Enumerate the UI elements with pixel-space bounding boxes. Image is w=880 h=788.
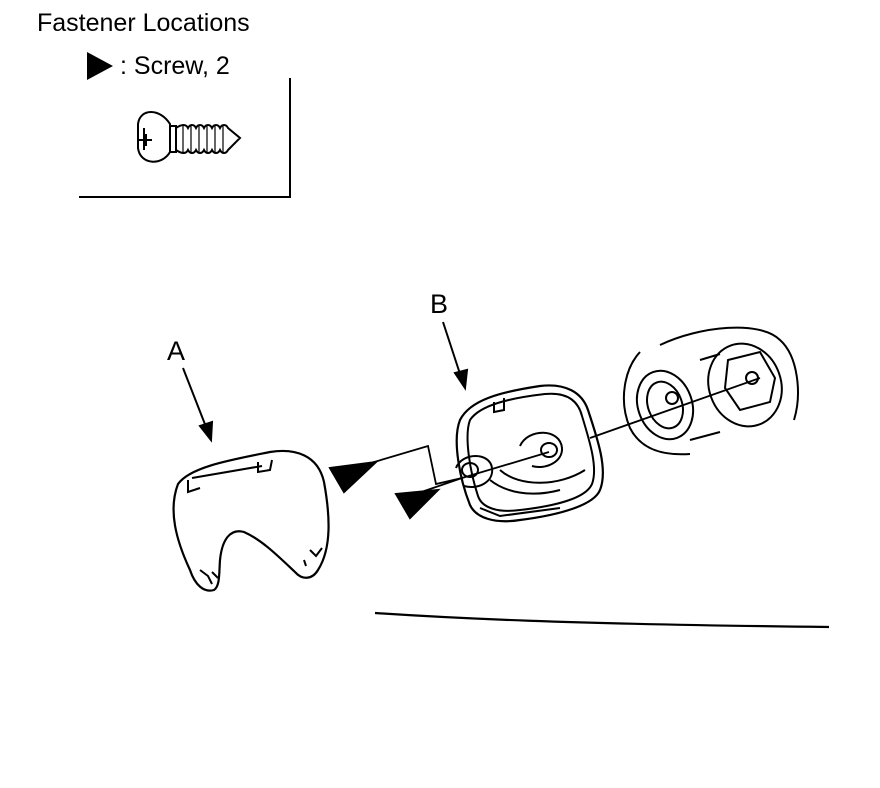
socket-assembly <box>623 326 799 456</box>
filled-triangle-icon <box>87 52 113 80</box>
alignment-line-lower <box>461 451 550 479</box>
callout-label-a: A <box>167 336 186 366</box>
legend-frame <box>79 78 291 198</box>
callout-arrow-b <box>442 321 469 391</box>
dashboard-edge-line <box>374 611 830 629</box>
alignment-line-upper <box>589 377 761 439</box>
callout-label-b: B <box>430 289 449 319</box>
legend-item-label: : Screw, 2 <box>120 51 230 80</box>
screw-icon <box>137 111 242 163</box>
screw-marker-upper <box>328 460 379 494</box>
switch-housing-part-b <box>455 384 604 523</box>
screw-leader-upper <box>353 444 463 486</box>
legend-title: Fastener Locations <box>37 9 250 37</box>
callout-arrow-a <box>182 367 214 443</box>
screw-marker-lower <box>394 488 441 520</box>
legend-item-screw: : Screw, 2 <box>86 50 230 82</box>
cover-part-a <box>172 449 330 592</box>
